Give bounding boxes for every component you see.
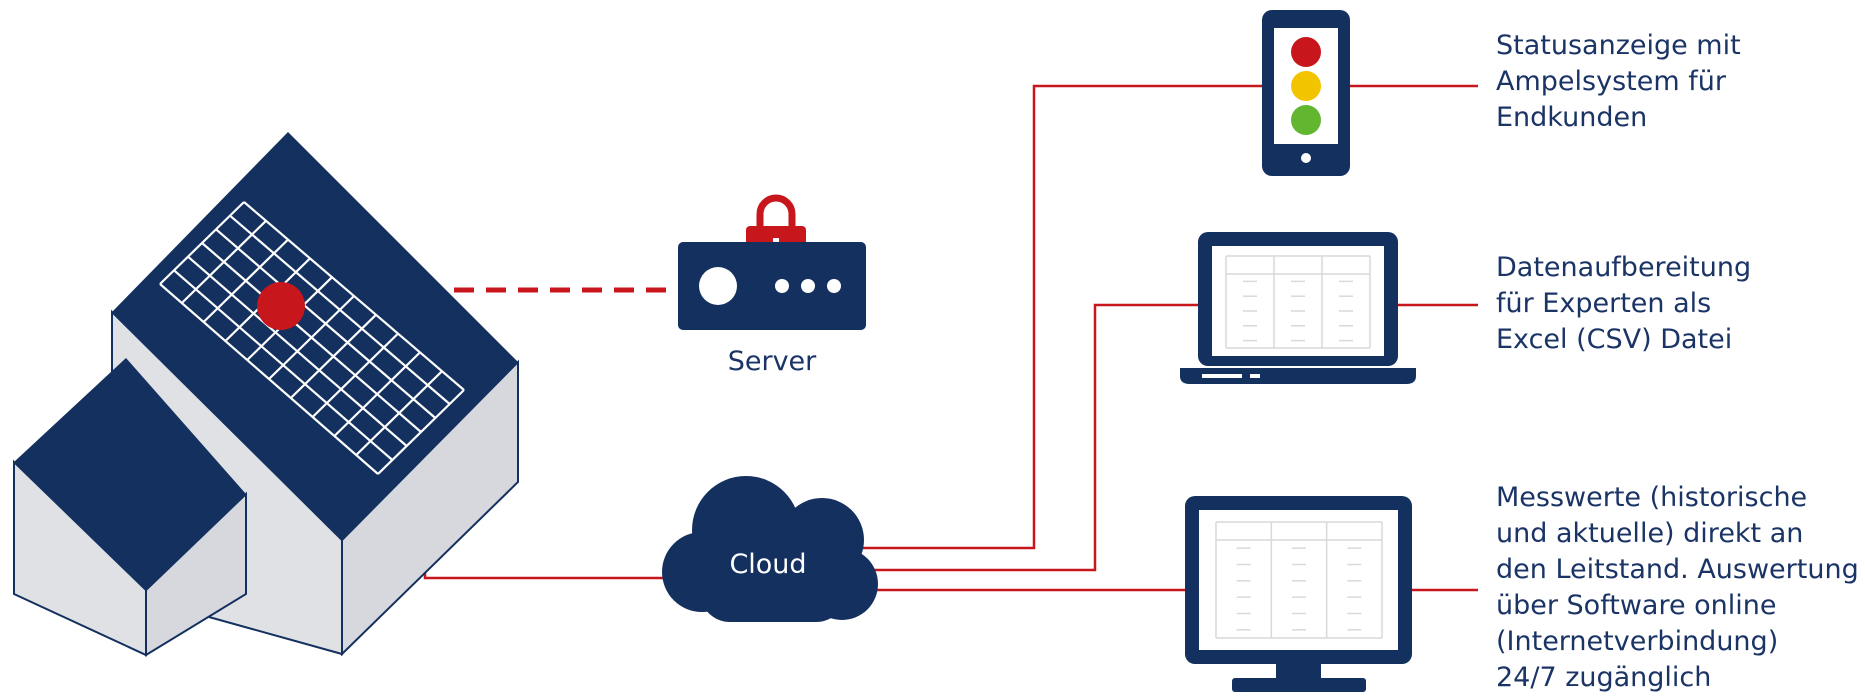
solar-panel-grid — [159, 201, 465, 475]
traffic-light-green — [1291, 105, 1321, 135]
laptop-output-label: Datenaufbereitung für Experten als Excel… — [1496, 250, 1751, 358]
cloud-to-laptop-line — [860, 303, 1198, 572]
label-line: für Experten als — [1496, 288, 1712, 319]
laptop-trackpad-slot-2 — [1250, 374, 1260, 378]
label-line: Excel (CSV) Datei — [1496, 324, 1733, 355]
laptop-icon — [1180, 232, 1416, 384]
smartphone-traffic-light-icon — [1262, 10, 1350, 176]
annex-wall-right — [145, 491, 247, 657]
main-wall-right — [341, 359, 519, 657]
label-line: und aktuelle) direkt an — [1496, 518, 1804, 549]
label-line: (Internetverbindung) — [1496, 626, 1779, 657]
monitor-output-label: Messwerte (historische und aktuelle) dir… — [1496, 480, 1859, 696]
monitor-spreadsheet — [1215, 521, 1383, 639]
traffic-light-red — [1291, 37, 1321, 67]
desktop-monitor-icon — [1185, 496, 1412, 692]
house-with-solar-panel-icon — [13, 132, 519, 657]
grid-line — [243, 201, 465, 391]
annex-roof — [14, 358, 246, 590]
monitor-neck — [1276, 664, 1321, 678]
sensor-dot-icon — [257, 282, 305, 330]
server-icon: Server — [678, 194, 866, 377]
phone-home-button — [1301, 153, 1311, 163]
laptop-screen — [1212, 246, 1384, 356]
label-line: den Leitstand. Auswertung — [1496, 554, 1859, 585]
grid-line — [173, 269, 394, 461]
cloud-label: Cloud — [729, 549, 806, 580]
server-power-button — [699, 267, 737, 305]
cloud-to-phone-line — [860, 84, 1262, 550]
server-box — [678, 242, 866, 330]
server-led-3 — [827, 279, 841, 293]
laptop-base — [1180, 368, 1416, 384]
grid-line — [187, 255, 408, 447]
monitor-screen — [1199, 510, 1398, 650]
traffic-light-yellow — [1291, 71, 1321, 101]
label-line: Datenaufbereitung — [1496, 252, 1752, 283]
label-line: über Software online — [1496, 590, 1777, 621]
server-led-2 — [801, 279, 815, 293]
laptop-spreadsheet — [1225, 255, 1371, 349]
label-line: Endkunden — [1496, 102, 1648, 133]
grid-line — [201, 242, 422, 433]
phone-output-label: Statusanzeige mit Ampelsystem für Endkun… — [1496, 28, 1741, 136]
server-label: Server — [728, 346, 817, 377]
main-roof — [112, 132, 518, 540]
label-line: Ampelsystem für — [1496, 66, 1726, 97]
grid-line — [159, 283, 379, 475]
label-line: Messwerte (historische — [1496, 482, 1808, 513]
label-line: 24/7 zugänglich — [1496, 662, 1712, 693]
cloud-icon: Cloud — [662, 476, 878, 622]
laptop-trackpad-slot-1 — [1202, 374, 1242, 378]
grid-line — [215, 228, 437, 419]
grid-line — [229, 214, 451, 405]
label-line: Statusanzeige mit — [1496, 30, 1741, 61]
monitor-foot — [1232, 678, 1366, 692]
server-led-1 — [775, 279, 789, 293]
